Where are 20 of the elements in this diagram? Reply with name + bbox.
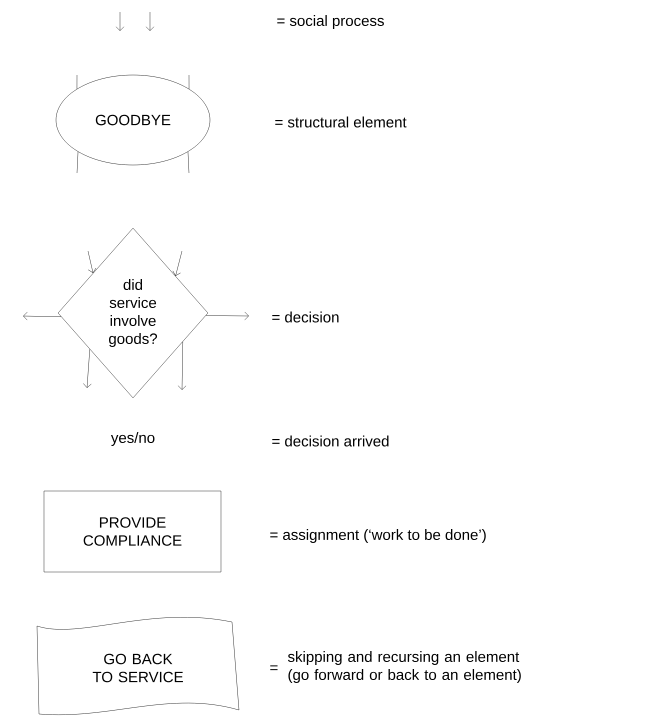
outcome-text: yes/no (110, 432, 154, 446)
connector (206, 312, 249, 320)
legend-text: = assignment (‘work to be done’) (270, 529, 486, 543)
connector (83, 349, 92, 388)
connector (76, 74, 78, 90)
process-box: PROVIDE COMPLIANCE (44, 490, 222, 572)
connector (188, 152, 190, 174)
connector (178, 342, 186, 390)
equals-sign: = (270, 665, 278, 670)
legend-text: = social process (277, 15, 384, 29)
connector (88, 250, 96, 273)
legend-text: = decision (272, 312, 338, 322)
connector (76, 152, 78, 174)
connector (188, 74, 190, 90)
wavy-box: GO BACK TO SERVICE (36, 617, 240, 715)
legend-text: = structural element (275, 116, 407, 128)
legend-text: = decision arrived (272, 436, 388, 446)
connector (172, 250, 182, 276)
legend-text: skipping and recursing an element (go forward or back to an element) (288, 651, 521, 683)
connector (23, 312, 62, 320)
